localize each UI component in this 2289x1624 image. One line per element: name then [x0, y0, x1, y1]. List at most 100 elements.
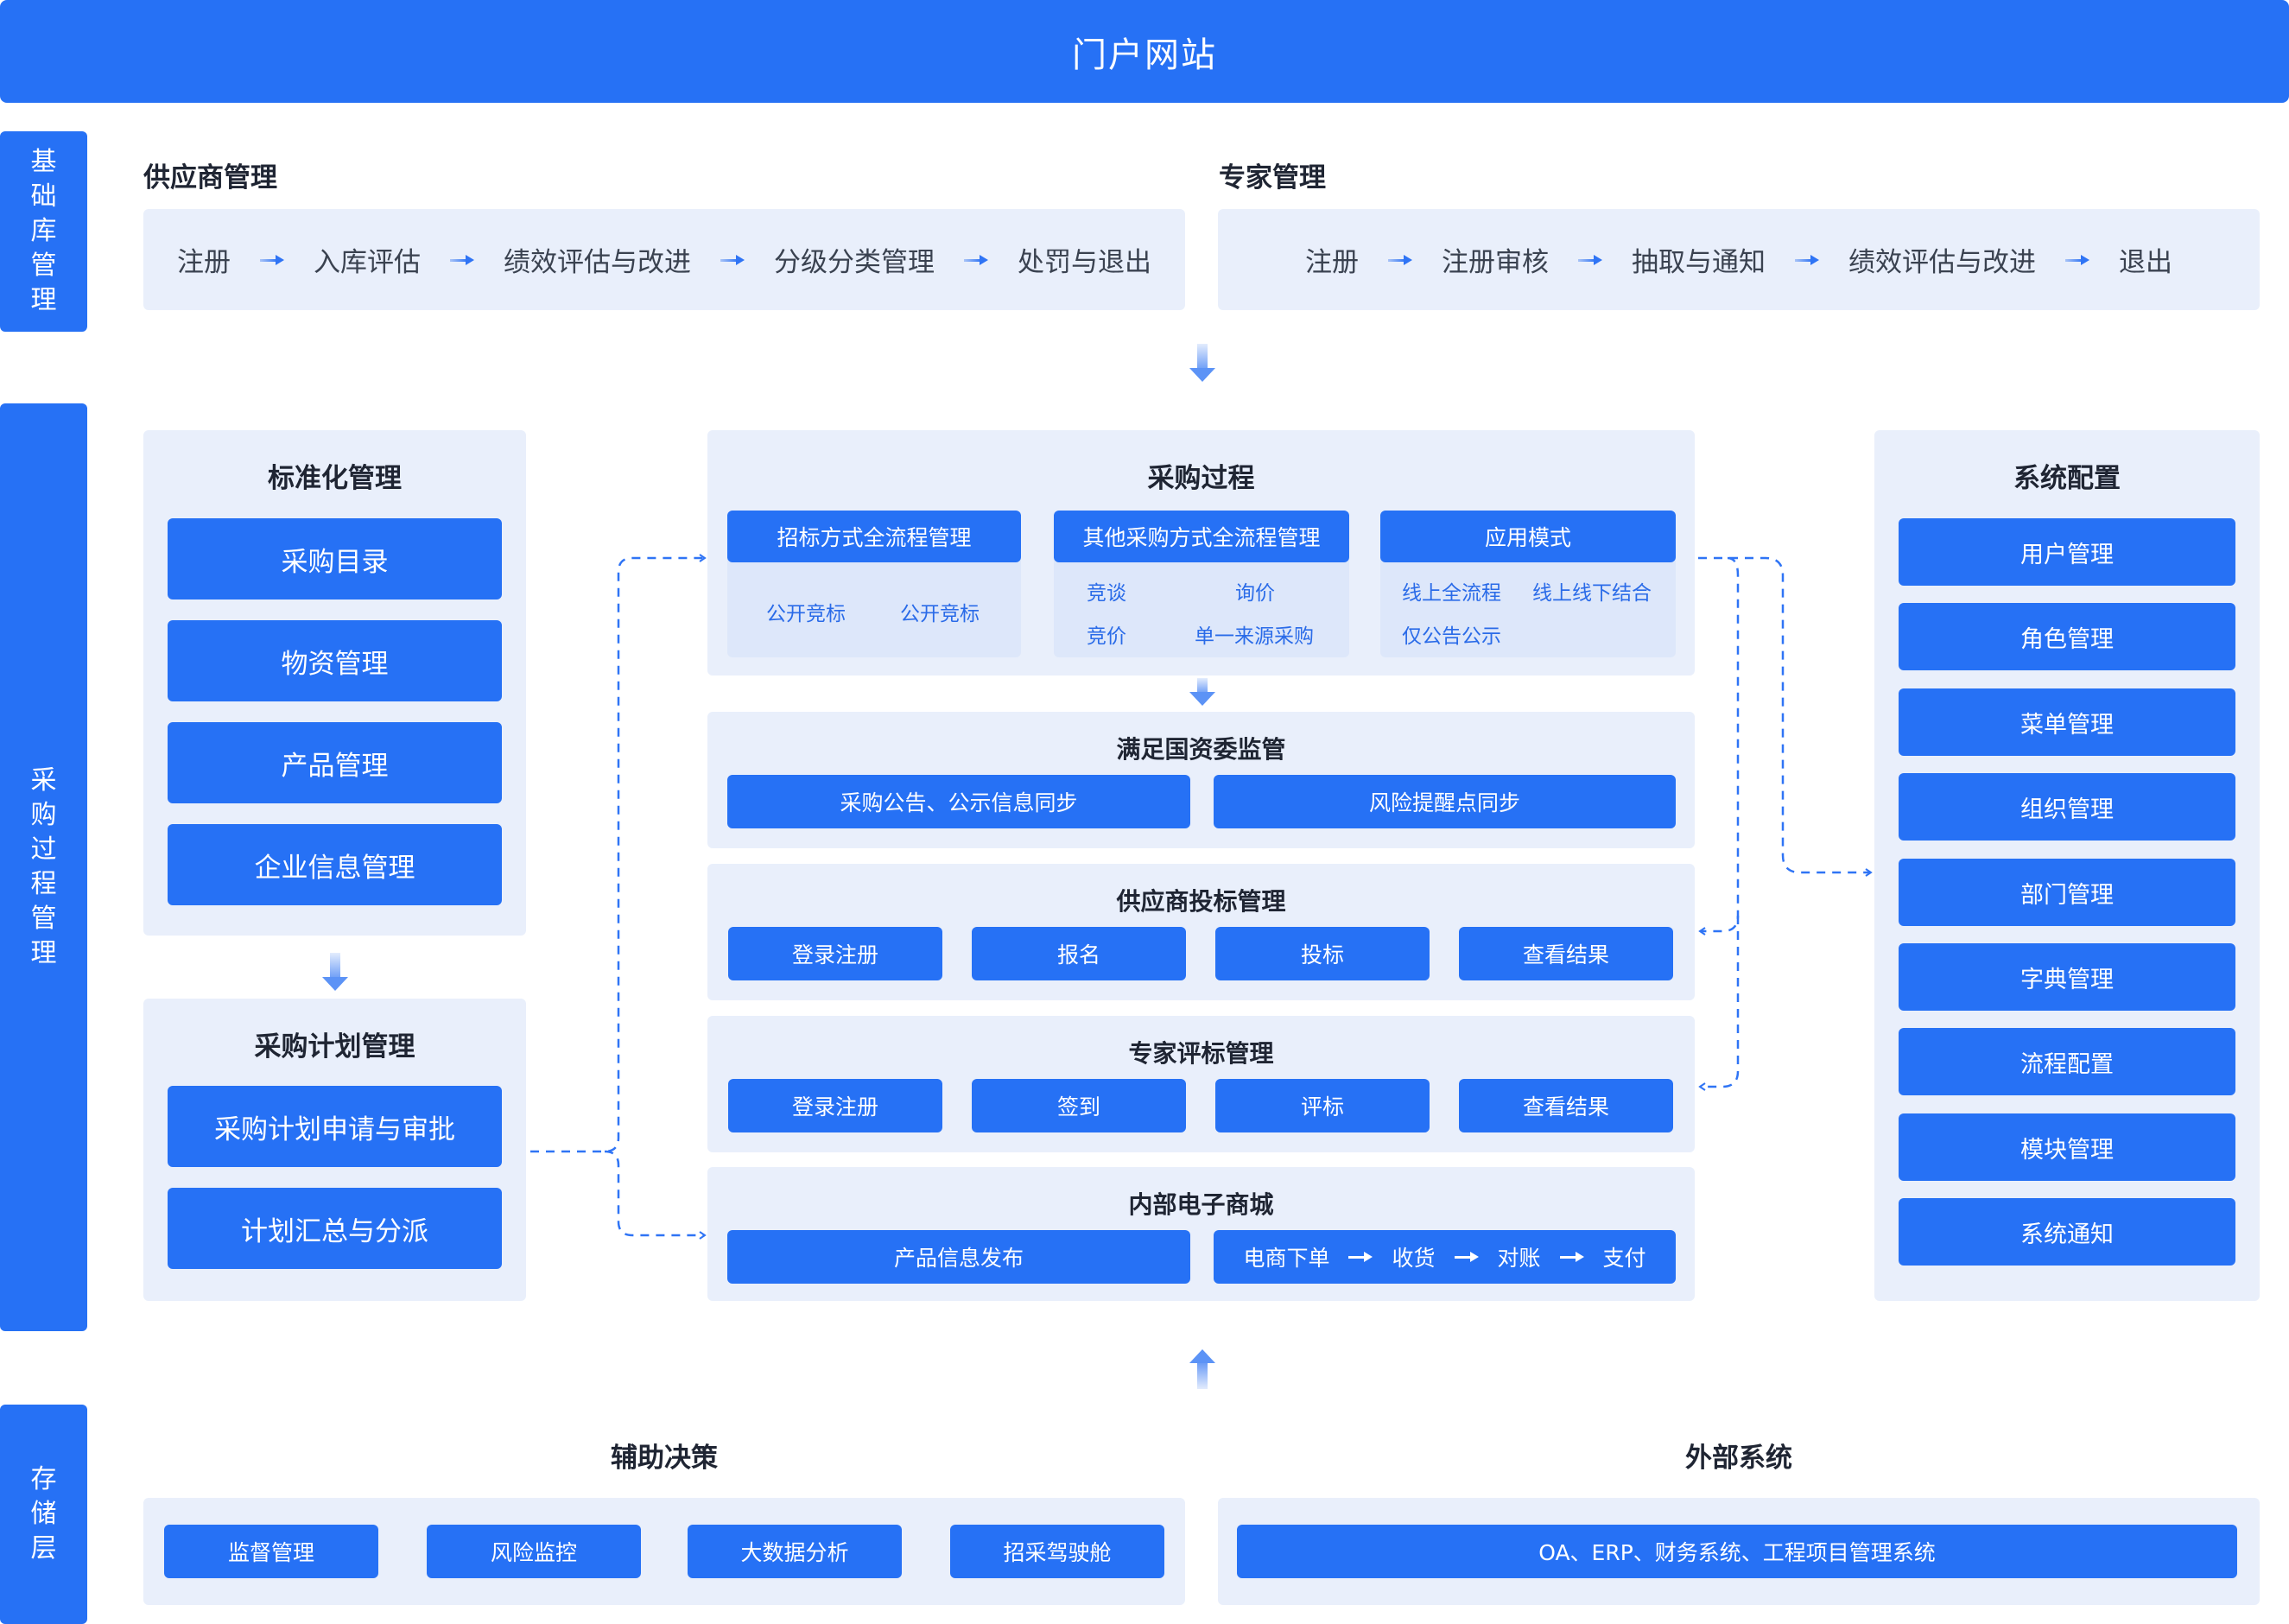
product-mgmt-button[interactable]: 产品管理: [168, 722, 502, 803]
other-sub: 单一来源采购: [1195, 625, 1314, 648]
module-mgmt-button[interactable]: 模块管理: [1899, 1113, 2235, 1181]
connector-plan-to-mall: [604, 1150, 707, 1240]
external-title: 外部系统: [1685, 1443, 1792, 1474]
big-data-button[interactable]: 大数据分析: [688, 1525, 902, 1578]
app-mode-button[interactable]: 应用模式: [1380, 511, 1676, 562]
risk-monitor-button[interactable]: 风险监控: [427, 1525, 641, 1578]
mall-flow-step: 支付: [1602, 1246, 1646, 1271]
side-label-basic-text: 基础库管理: [30, 147, 57, 315]
arrow-right-icon: [260, 254, 284, 265]
other-sub: 竞谈: [1087, 582, 1126, 605]
other-method-card: 其他采购方式全流程管理 竞谈 询价 竞价 单一来源采购: [1054, 511, 1349, 657]
arrow-up-icon: [1189, 1349, 1215, 1389]
other-method-button[interactable]: 其他采购方式全流程管理: [1054, 511, 1349, 562]
tender-method-button[interactable]: 招标方式全流程管理: [727, 511, 1021, 562]
sys-config-title: 系统配置: [2013, 463, 2121, 494]
mode-sub: 仅公告公示: [1402, 625, 1501, 648]
other-sub: 竞价: [1087, 625, 1126, 648]
process-panel: 采购过程 招标方式全流程管理 公开竞标 公开竞标 其他采购方式全流程管理 竞谈 …: [707, 430, 1695, 676]
mode-card: 应用模式 线上全流程 线上线下结合 仅公告公示: [1380, 511, 1676, 657]
plan-mgmt-panel: 采购计划管理 采购计划申请与审批 计划汇总与分派: [143, 999, 526, 1301]
plan-mgmt-title: 采购计划管理: [254, 1031, 415, 1063]
arrow-right-icon: [2065, 254, 2089, 265]
bid-login-button[interactable]: 登录注册: [728, 927, 942, 980]
connector-process-to-eval: [1698, 916, 1740, 1091]
risk-sync-button[interactable]: 风险提醒点同步: [1214, 775, 1676, 828]
arrow-right-icon: [720, 254, 745, 265]
mall-title: 内部电子商城: [1128, 1190, 1274, 1219]
connector-process-to-config: [1698, 556, 1873, 877]
arrow-right-icon: [1454, 1252, 1479, 1262]
sys-notice-button[interactable]: 系统通知: [1899, 1198, 2235, 1266]
product-publish-button[interactable]: 产品信息发布: [727, 1230, 1190, 1284]
org-mgmt-button[interactable]: 组织管理: [1899, 773, 2235, 841]
cockpit-button[interactable]: 招采驾驶舱: [950, 1525, 1164, 1578]
dept-mgmt-button[interactable]: 部门管理: [1899, 859, 2235, 926]
sasac-panel: 满足国资委监管 采购公告、公示信息同步 风险提醒点同步: [707, 712, 1695, 848]
standard-mgmt-title: 标准化管理: [268, 463, 402, 494]
arrow-right-icon: [1795, 254, 1819, 265]
decision-title: 辅助决策: [611, 1443, 718, 1474]
process-title: 采购过程: [1147, 463, 1255, 494]
external-panel: OA、ERP、财务系统、工程项目管理系统: [1218, 1498, 2260, 1605]
supervision-button[interactable]: 监督管理: [164, 1525, 378, 1578]
external-systems-button[interactable]: OA、ERP、财务系统、工程项目管理系统: [1237, 1525, 2237, 1578]
supplier-step: 分级分类管理: [774, 247, 935, 278]
plan-summary-button[interactable]: 计划汇总与分派: [168, 1188, 502, 1269]
mall-order-flow[interactable]: 电商下单 收货 对账 支付: [1214, 1230, 1676, 1284]
arrow-down-icon: [1189, 678, 1215, 707]
menu-mgmt-button[interactable]: 菜单管理: [1899, 688, 2235, 756]
header-bar: 门户网站: [0, 0, 2289, 103]
sys-config-panel: 系统配置 用户管理 角色管理 菜单管理 组织管理 部门管理 字典管理 流程配置 …: [1874, 430, 2260, 1301]
role-mgmt-button[interactable]: 角色管理: [1899, 603, 2235, 670]
arrow-right-icon: [450, 254, 474, 265]
announcement-sync-button[interactable]: 采购公告、公示信息同步: [727, 775, 1190, 828]
arrow-right-icon: [964, 254, 988, 265]
mode-sub: 线上线下结合: [1532, 582, 1652, 605]
eval-mgmt-title: 专家评标管理: [1128, 1039, 1274, 1068]
material-mgmt-button[interactable]: 物资管理: [168, 620, 502, 701]
mall-flow-step: 收货: [1392, 1246, 1436, 1271]
bid-signup-button[interactable]: 报名: [972, 927, 1186, 980]
bid-mgmt-title: 供应商投标管理: [1116, 887, 1286, 916]
tender-sub: 公开竞标: [900, 603, 980, 625]
side-label-storage: 存储层: [0, 1405, 87, 1624]
workflow-config-button[interactable]: 流程配置: [1899, 1028, 2235, 1095]
arrow-right-icon: [1348, 1252, 1373, 1262]
supplier-step: 绩效评估与改进: [504, 247, 691, 278]
standard-mgmt-panel: 标准化管理 采购目录 物资管理 产品管理 企业信息管理: [143, 430, 526, 936]
procurement-catalog-button[interactable]: 采购目录: [168, 518, 502, 599]
connector-plan-to-process: [530, 554, 707, 1153]
dict-mgmt-button[interactable]: 字典管理: [1899, 943, 2235, 1011]
expert-mgmt-flow: 注册 注册审核 抽取与通知 绩效评估与改进 退出: [1218, 209, 2260, 310]
side-label-process-text: 采购过程管理: [30, 765, 57, 968]
supplier-step: 处罚与退出: [1018, 247, 1151, 278]
mall-flow-step: 电商下单: [1243, 1246, 1330, 1271]
expert-step: 抽取与通知: [1632, 247, 1766, 278]
arrow-down-icon: [1189, 344, 1215, 384]
bid-submit-button[interactable]: 投标: [1215, 927, 1430, 980]
arrow-right-icon: [1388, 254, 1412, 265]
eval-review-button[interactable]: 评标: [1215, 1079, 1430, 1132]
tender-card: 招标方式全流程管理 公开竞标 公开竞标: [727, 511, 1021, 657]
bid-mgmt-panel: 供应商投标管理 登录注册 报名 投标 查看结果: [707, 864, 1695, 1000]
mall-flow-step: 对账: [1497, 1246, 1541, 1271]
user-mgmt-button[interactable]: 用户管理: [1899, 518, 2235, 586]
eval-checkin-button[interactable]: 签到: [972, 1079, 1186, 1132]
enterprise-info-button[interactable]: 企业信息管理: [168, 824, 502, 905]
side-label-basic: 基础库管理: [0, 131, 87, 332]
decision-panel: 监督管理 风险监控 大数据分析 招采驾驶舱: [143, 1498, 1185, 1605]
mode-sub: 线上全流程: [1402, 582, 1501, 605]
plan-apply-button[interactable]: 采购计划申请与审批: [168, 1086, 502, 1167]
side-label-storage-text: 存储层: [30, 1464, 57, 1564]
supplier-mgmt-title: 供应商管理: [143, 162, 277, 193]
expert-step: 退出: [2119, 247, 2172, 278]
eval-result-button[interactable]: 查看结果: [1459, 1079, 1673, 1132]
supplier-step: 注册: [177, 247, 231, 278]
expert-mgmt-title: 专家管理: [1219, 162, 1326, 193]
bid-result-button[interactable]: 查看结果: [1459, 927, 1673, 980]
arrow-right-icon: [1578, 254, 1602, 265]
tender-sub: 公开竞标: [766, 603, 846, 625]
eval-login-button[interactable]: 登录注册: [728, 1079, 942, 1132]
expert-step: 绩效评估与改进: [1848, 247, 2036, 278]
